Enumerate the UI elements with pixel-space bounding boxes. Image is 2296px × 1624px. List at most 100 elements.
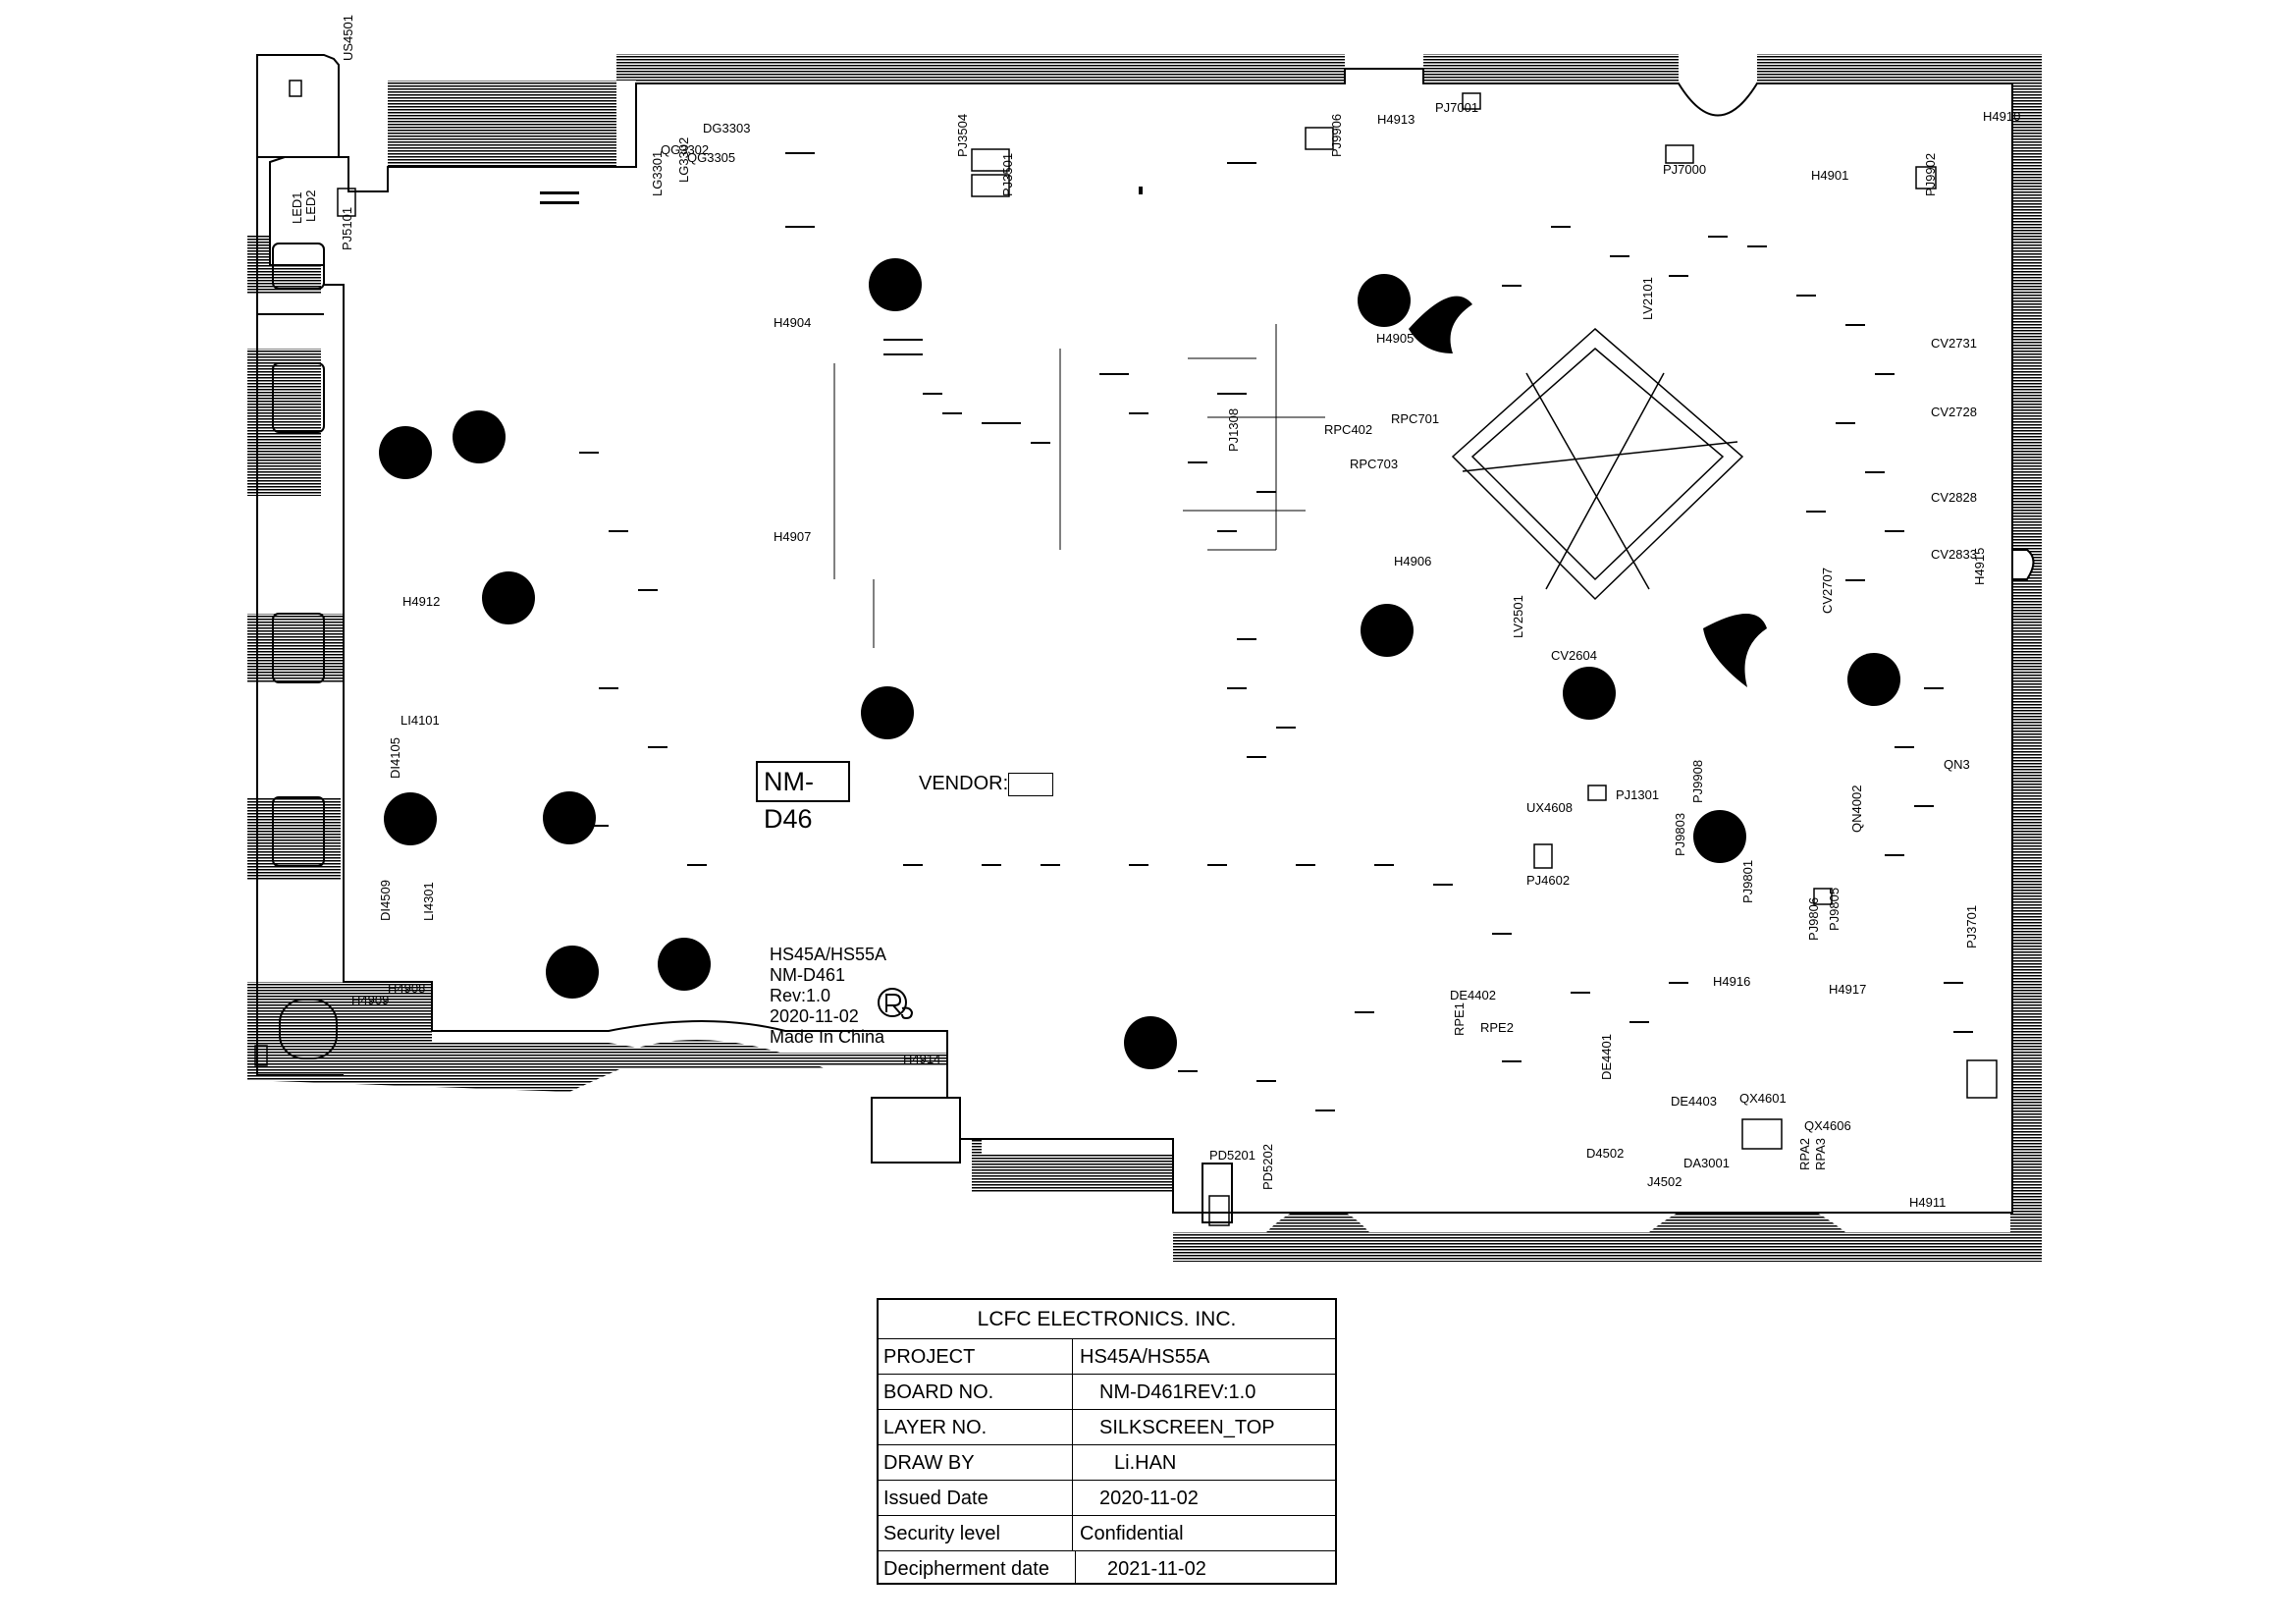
component-label: H4910 (1983, 109, 2021, 124)
small-component-marks (540, 152, 1973, 1111)
component-label: PJ3701 (1964, 904, 1979, 948)
component-label: PJ1301 (1616, 787, 1660, 802)
component-label: PJ9803 (1673, 812, 1687, 856)
component-label: H4916 (1713, 974, 1751, 989)
title-value: NM-D461REV:1.0 (1099, 1381, 1256, 1403)
component-label: CV2604 (1551, 648, 1597, 663)
component-label: PJ7001 (1435, 100, 1479, 115)
component-label: DE4402 (1450, 988, 1496, 1002)
component-label: QG3302 (661, 142, 710, 157)
component-label: H4907 (774, 529, 812, 544)
component-label: PJ7000 (1663, 162, 1707, 177)
component-label: RPE2 (1480, 1020, 1514, 1035)
area-guide-lines (833, 324, 1325, 648)
component-label: DI4105 (388, 737, 402, 779)
recycle-logo-icon (878, 988, 914, 1020)
title-key: LAYER NO. (883, 1417, 988, 1438)
component-label: CV2728 (1931, 405, 1977, 419)
title-value: HS45A/HS55A (1080, 1346, 1210, 1368)
component-label: DG3303 (703, 121, 751, 135)
title-row-layer: LAYER NO. SILKSCREEN_TOP (879, 1410, 1335, 1445)
component-label: H4914 (903, 1052, 941, 1066)
cpu-footprint (1451, 328, 1744, 601)
component-label: H4911 (1909, 1195, 1947, 1210)
component-label: PD5202 (1260, 1144, 1275, 1190)
component-label: QN3 (1944, 757, 1970, 772)
title-row-drawby: DRAW BY Li.HAN (879, 1445, 1335, 1481)
component-label: D4502 (1586, 1146, 1625, 1161)
component-label: LI4301 (421, 882, 436, 921)
component-label: LED2 (303, 189, 318, 222)
component-label: H4906 (1394, 554, 1432, 568)
info-date: 2020-11-02 (770, 1006, 859, 1026)
component-label: RPC701 (1391, 411, 1440, 426)
component-label: CV2707 (1820, 568, 1835, 614)
component-label: DI4509 (378, 880, 393, 921)
component-label: UX4608 (1526, 800, 1573, 815)
component-label: PJ9801 (1740, 859, 1755, 903)
title-key: Security level (883, 1523, 1000, 1544)
mounting-holes (379, 258, 1900, 1069)
component-label: PJ9805 (1827, 887, 1842, 931)
component-label: QX4606 (1804, 1118, 1851, 1133)
component-label: RPA3 (1813, 1138, 1828, 1170)
title-key: BOARD NO. (883, 1381, 994, 1403)
title-key: PROJECT (883, 1346, 976, 1368)
title-row-security: Security level Confidential (879, 1516, 1335, 1551)
component-label: RPE1 (1452, 1002, 1467, 1036)
component-label: PJ3501 (1000, 152, 1015, 196)
component-label: H4909 (351, 993, 390, 1007)
title-row-issued: Issued Date 2020-11-02 (879, 1481, 1335, 1516)
title-value: Li.HAN (1114, 1452, 1177, 1474)
component-label: LV2501 (1511, 595, 1525, 638)
title-value: Confidential (1080, 1523, 1184, 1544)
title-key: Issued Date (883, 1488, 988, 1509)
component-label: QX4601 (1739, 1091, 1787, 1106)
title-key: Decipherment date (883, 1558, 1049, 1580)
component-label: H4901 (1811, 168, 1849, 183)
component-label: DA3001 (1683, 1156, 1730, 1170)
component-label: H4904 (774, 315, 812, 330)
component-label: LI4101 (400, 713, 440, 728)
info-project: HS45A/HS55A (770, 945, 887, 964)
component-label: PJ9902 (1923, 152, 1938, 196)
component-label: PJ9806 (1806, 896, 1821, 941)
title-key: DRAW BY (883, 1452, 975, 1474)
component-label: PJ1308 (1226, 407, 1241, 452)
title-value: SILKSCREEN_TOP (1099, 1417, 1275, 1438)
component-label: LED1 (290, 191, 304, 224)
info-board: NM-D461 (770, 965, 846, 985)
component-label: H4912 (402, 594, 441, 609)
component-label: US4501 (341, 15, 355, 61)
component-label: PJ4602 (1526, 873, 1571, 888)
component-label: PJ3504 (955, 113, 970, 157)
component-label: RPA2 (1797, 1138, 1812, 1170)
component-label: LG3301 (650, 150, 665, 196)
component-label: H4917 (1829, 982, 1867, 997)
component-label: CV2731 (1931, 336, 1977, 351)
title-row-project: PROJECT HS45A/HS55A (879, 1339, 1335, 1375)
component-label: J4502 (1647, 1174, 1682, 1189)
component-label: LG3302 (676, 136, 691, 183)
component-label: PJ9908 (1690, 759, 1705, 803)
info-origin: Made In China (770, 1027, 885, 1047)
component-label: LV2101 (1640, 277, 1655, 320)
component-label: PJ5101 (340, 206, 354, 250)
title-row-board: BOARD NO. NM-D461REV:1.0 (879, 1375, 1335, 1410)
board-outline (256, 54, 2035, 1214)
title-value: 2020-11-02 (1099, 1488, 1199, 1509)
board-id-box: NM-D46 (756, 761, 850, 834)
vendor-field-box (1008, 773, 1053, 796)
component-label: QG3305 (687, 150, 736, 165)
component-label: PJ9906 (1329, 113, 1344, 157)
title-row-decipher: Decipherment date 2021-11-02 (879, 1551, 1335, 1585)
component-label: DE4403 (1671, 1094, 1717, 1109)
component-label: H4905 (1376, 331, 1415, 346)
left-connector-notches (256, 55, 1233, 1223)
component-label: RPC703 (1350, 457, 1399, 471)
title-block-company: LCFC ELECTRONICS. INC. (879, 1300, 1335, 1339)
title-value: 2021-11-02 (1107, 1558, 1206, 1580)
drawing-title-block: LCFC ELECTRONICS. INC. PROJECT HS45A/HS5… (877, 1298, 1337, 1585)
component-label: H4908 (388, 981, 426, 996)
